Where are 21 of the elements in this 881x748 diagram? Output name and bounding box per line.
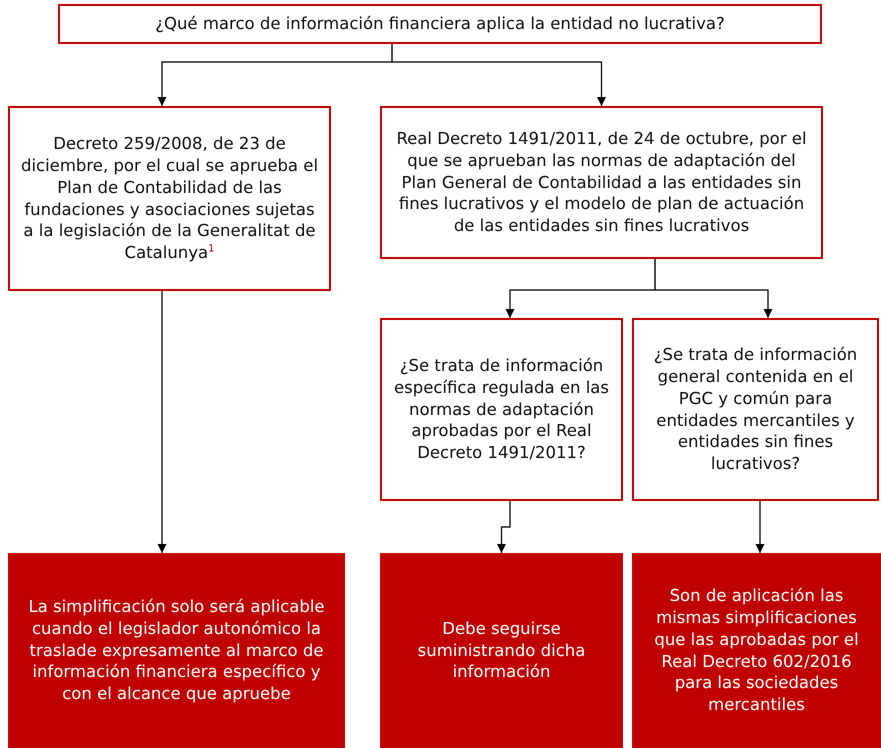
result-box [380,553,623,748]
arrow [158,291,166,553]
node-text: ¿Se trata de información específica regulada en las normas de adaptación aprobadas por el Real Decreto 1491/2011? [392,354,610,464]
arrow [654,259,772,318]
node-text: La simplificación solo será aplicable cuando el legislador autonómico la traslade expresamente al marco de información financiera específico y con el alcance que apruebe [27,596,326,706]
question-box [380,318,623,501]
node-text: ¿Se trata de información general contenida en el PGC y común para entidades mercantiles y entidades sin fines lucrativos? [652,344,858,476]
result-box [8,553,345,748]
node-text: Debe seguirse suministrando dicha información [416,618,586,684]
node-text: Real Decreto 1491/2011, de 24 de octubre, por el que se aprueban las normas de adaptación del Plan General de Contabilidad a las entidades sin fines lucrativos y el modelo de plan de actuación de las entidades sin fines lucrativos [395,128,808,238]
result-box [632,553,881,748]
question-box [8,106,331,291]
question-box [632,318,879,501]
node-text: Son de aplicación las mismas simplificaciones que las aprobadas por el Real Decreto 602/2016 para las sociedades mercantiles [653,584,860,716]
arrow [497,501,511,553]
question-box [58,4,822,44]
arrow [756,501,764,553]
arrow [391,44,606,106]
node-text: Decreto 259/2008, de 23 de diciembre, por el cual se aprueba el Plan de Contabilidad de las fundaciones y asociaciones sujetas a la legislación de la Generalitat de Catalunya$^{1}$ [20,132,319,264]
question-box [380,106,823,259]
node-text: ¿Qué marco de información financiera aplica la entidad no lucrativa? [155,13,725,35]
